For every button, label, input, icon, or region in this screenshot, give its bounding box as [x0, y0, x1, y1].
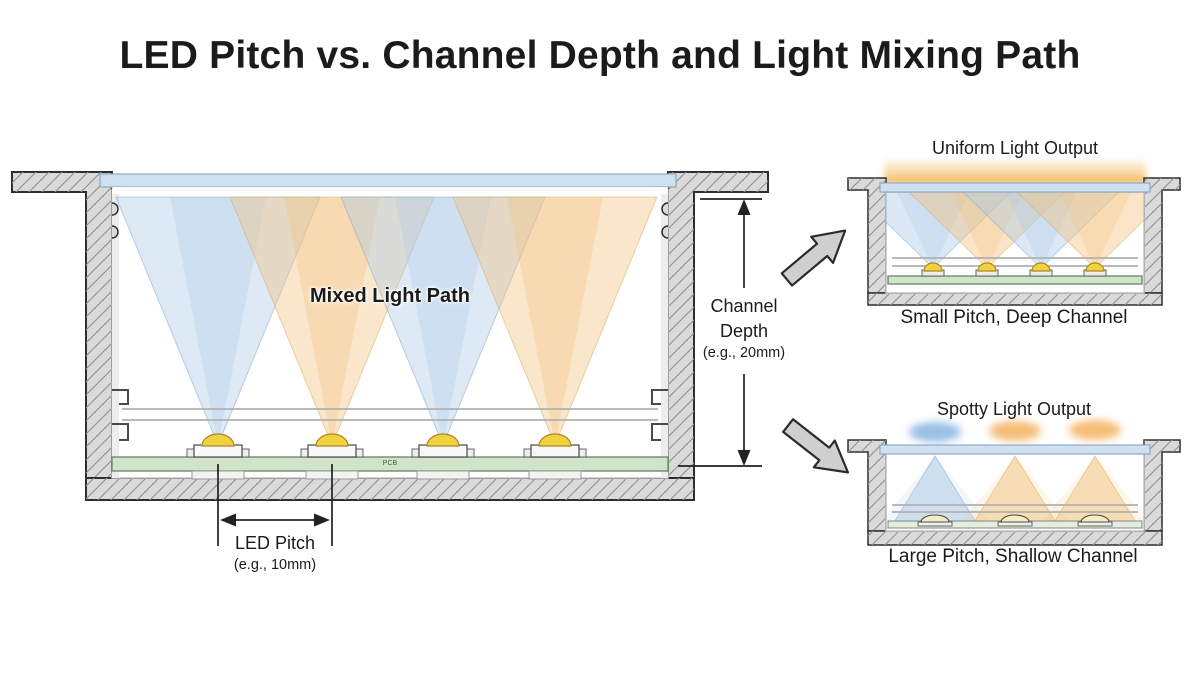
dimension-extension-lines	[678, 198, 762, 467]
light-cone-orange-core	[1059, 192, 1131, 268]
mini-diffuser	[879, 182, 1151, 193]
spot-glow-blue	[909, 422, 961, 442]
deep-channel-diagram	[847, 157, 1181, 306]
deep-channel-cones	[886, 192, 1144, 269]
mini-bottom-hatch	[868, 531, 1162, 545]
mini-leds	[917, 514, 1113, 527]
arrow-to-shallow-channel-icon	[782, 418, 850, 474]
light-cone-orange	[1052, 455, 1138, 524]
arrow-to-deep-channel-icon	[780, 229, 847, 287]
mini-left-wall-hatch	[848, 440, 886, 531]
light-cone-blue-core	[395, 197, 491, 445]
light-cone-blue-core	[1005, 192, 1077, 268]
mixed-light-path-label: Mixed Light Path	[310, 285, 470, 307]
spot-glow-orange	[1069, 420, 1121, 440]
led-package	[523, 433, 587, 458]
uniform-light-output-label: Uniform Light Output	[931, 138, 1099, 158]
light-cone-blue	[115, 196, 321, 447]
mixed-light-cones	[115, 196, 658, 447]
page-title: LED Pitch vs. Channel Depth and Light Mi…	[119, 34, 1081, 77]
diffuser-highlight	[112, 187, 668, 194]
shallow-channel-cones	[886, 455, 1144, 524]
uniform-glow	[884, 157, 1146, 184]
mini-right-wall-hatch	[1144, 440, 1180, 531]
arrow-left-icon	[220, 513, 236, 527]
cavity-liner-right	[661, 190, 668, 478]
channel-depth-label-block: Channel Depth (e.g., 20mm)	[684, 294, 804, 361]
small-pitch-deep-channel-caption: Small Pitch, Deep Channel	[900, 307, 1128, 328]
light-cone-blue	[886, 192, 1012, 269]
spot-glow-orange	[989, 421, 1041, 441]
profile-groove-right	[661, 202, 669, 239]
light-cone-blue-core	[897, 192, 969, 268]
arrow-up-icon	[737, 199, 751, 215]
light-cone-orange-core	[507, 197, 603, 445]
pcb-label: PCB	[382, 460, 398, 467]
light-cone-orange	[1016, 192, 1144, 269]
mini-pcb	[887, 275, 1143, 285]
mounting-hook-right	[651, 389, 668, 441]
light-cone-blue	[892, 455, 978, 524]
led-pitch-example: (e.g., 10mm)	[233, 557, 317, 573]
large-pitch-shallow-channel-caption: Large Pitch, Shallow Channel	[888, 546, 1138, 567]
solder-pad	[528, 470, 582, 480]
channel-bottom-hatch	[86, 478, 694, 500]
light-cone-orange-core	[951, 192, 1023, 268]
spotty-light-output-label: Spotty Light Output	[936, 399, 1092, 419]
arrow-down-icon	[737, 450, 751, 466]
led-packages	[186, 433, 587, 458]
mini-right-wall-hatch	[1144, 178, 1180, 293]
led-pitch-label-block: LED Pitch (e.g., 10mm)	[215, 531, 335, 573]
shallow-channel-diagram	[847, 420, 1181, 546]
light-cone-blue	[340, 196, 546, 447]
mounting-hook-left	[112, 389, 129, 441]
channel-left-wall-hatch	[12, 172, 112, 478]
led-package	[186, 433, 250, 458]
diffuser-lens	[99, 173, 677, 188]
channel-right-wall-hatch	[668, 172, 768, 478]
led-pitch-dimension	[217, 464, 333, 546]
pitch-extension-lines	[217, 464, 333, 546]
mini-left-wall-hatch	[848, 178, 886, 293]
led-strip-pcb	[111, 456, 669, 472]
profile-groove-left	[111, 202, 119, 239]
channel-depth-example: (e.g., 20mm)	[702, 345, 786, 361]
light-cone-blue	[962, 192, 1120, 269]
channel-depth-label: Channel Depth	[710, 296, 778, 341]
solder-pad	[416, 470, 470, 480]
mini-bottom-hatch	[868, 293, 1162, 305]
light-cone-orange	[229, 196, 435, 447]
cavity-liner-left	[112, 190, 119, 478]
led-package	[411, 433, 475, 458]
light-cone-orange	[972, 455, 1058, 524]
mini-ledge-lines	[892, 504, 1138, 513]
led-pitch-label: LED Pitch	[234, 533, 316, 553]
light-cone-orange	[452, 196, 658, 447]
channel-depth-dimension	[678, 198, 762, 467]
mini-diffuser	[879, 444, 1151, 455]
arrow-right-icon	[314, 513, 330, 527]
light-cone-blue-core	[170, 197, 266, 445]
channel-cavity	[111, 189, 669, 479]
main-channel-cross-section	[11, 171, 769, 501]
reflector-ledge-lines	[122, 408, 658, 421]
light-cone-orange	[908, 192, 1066, 269]
led-package	[300, 433, 364, 458]
mini-leds	[921, 262, 1107, 277]
light-cone-orange-core	[284, 197, 380, 445]
